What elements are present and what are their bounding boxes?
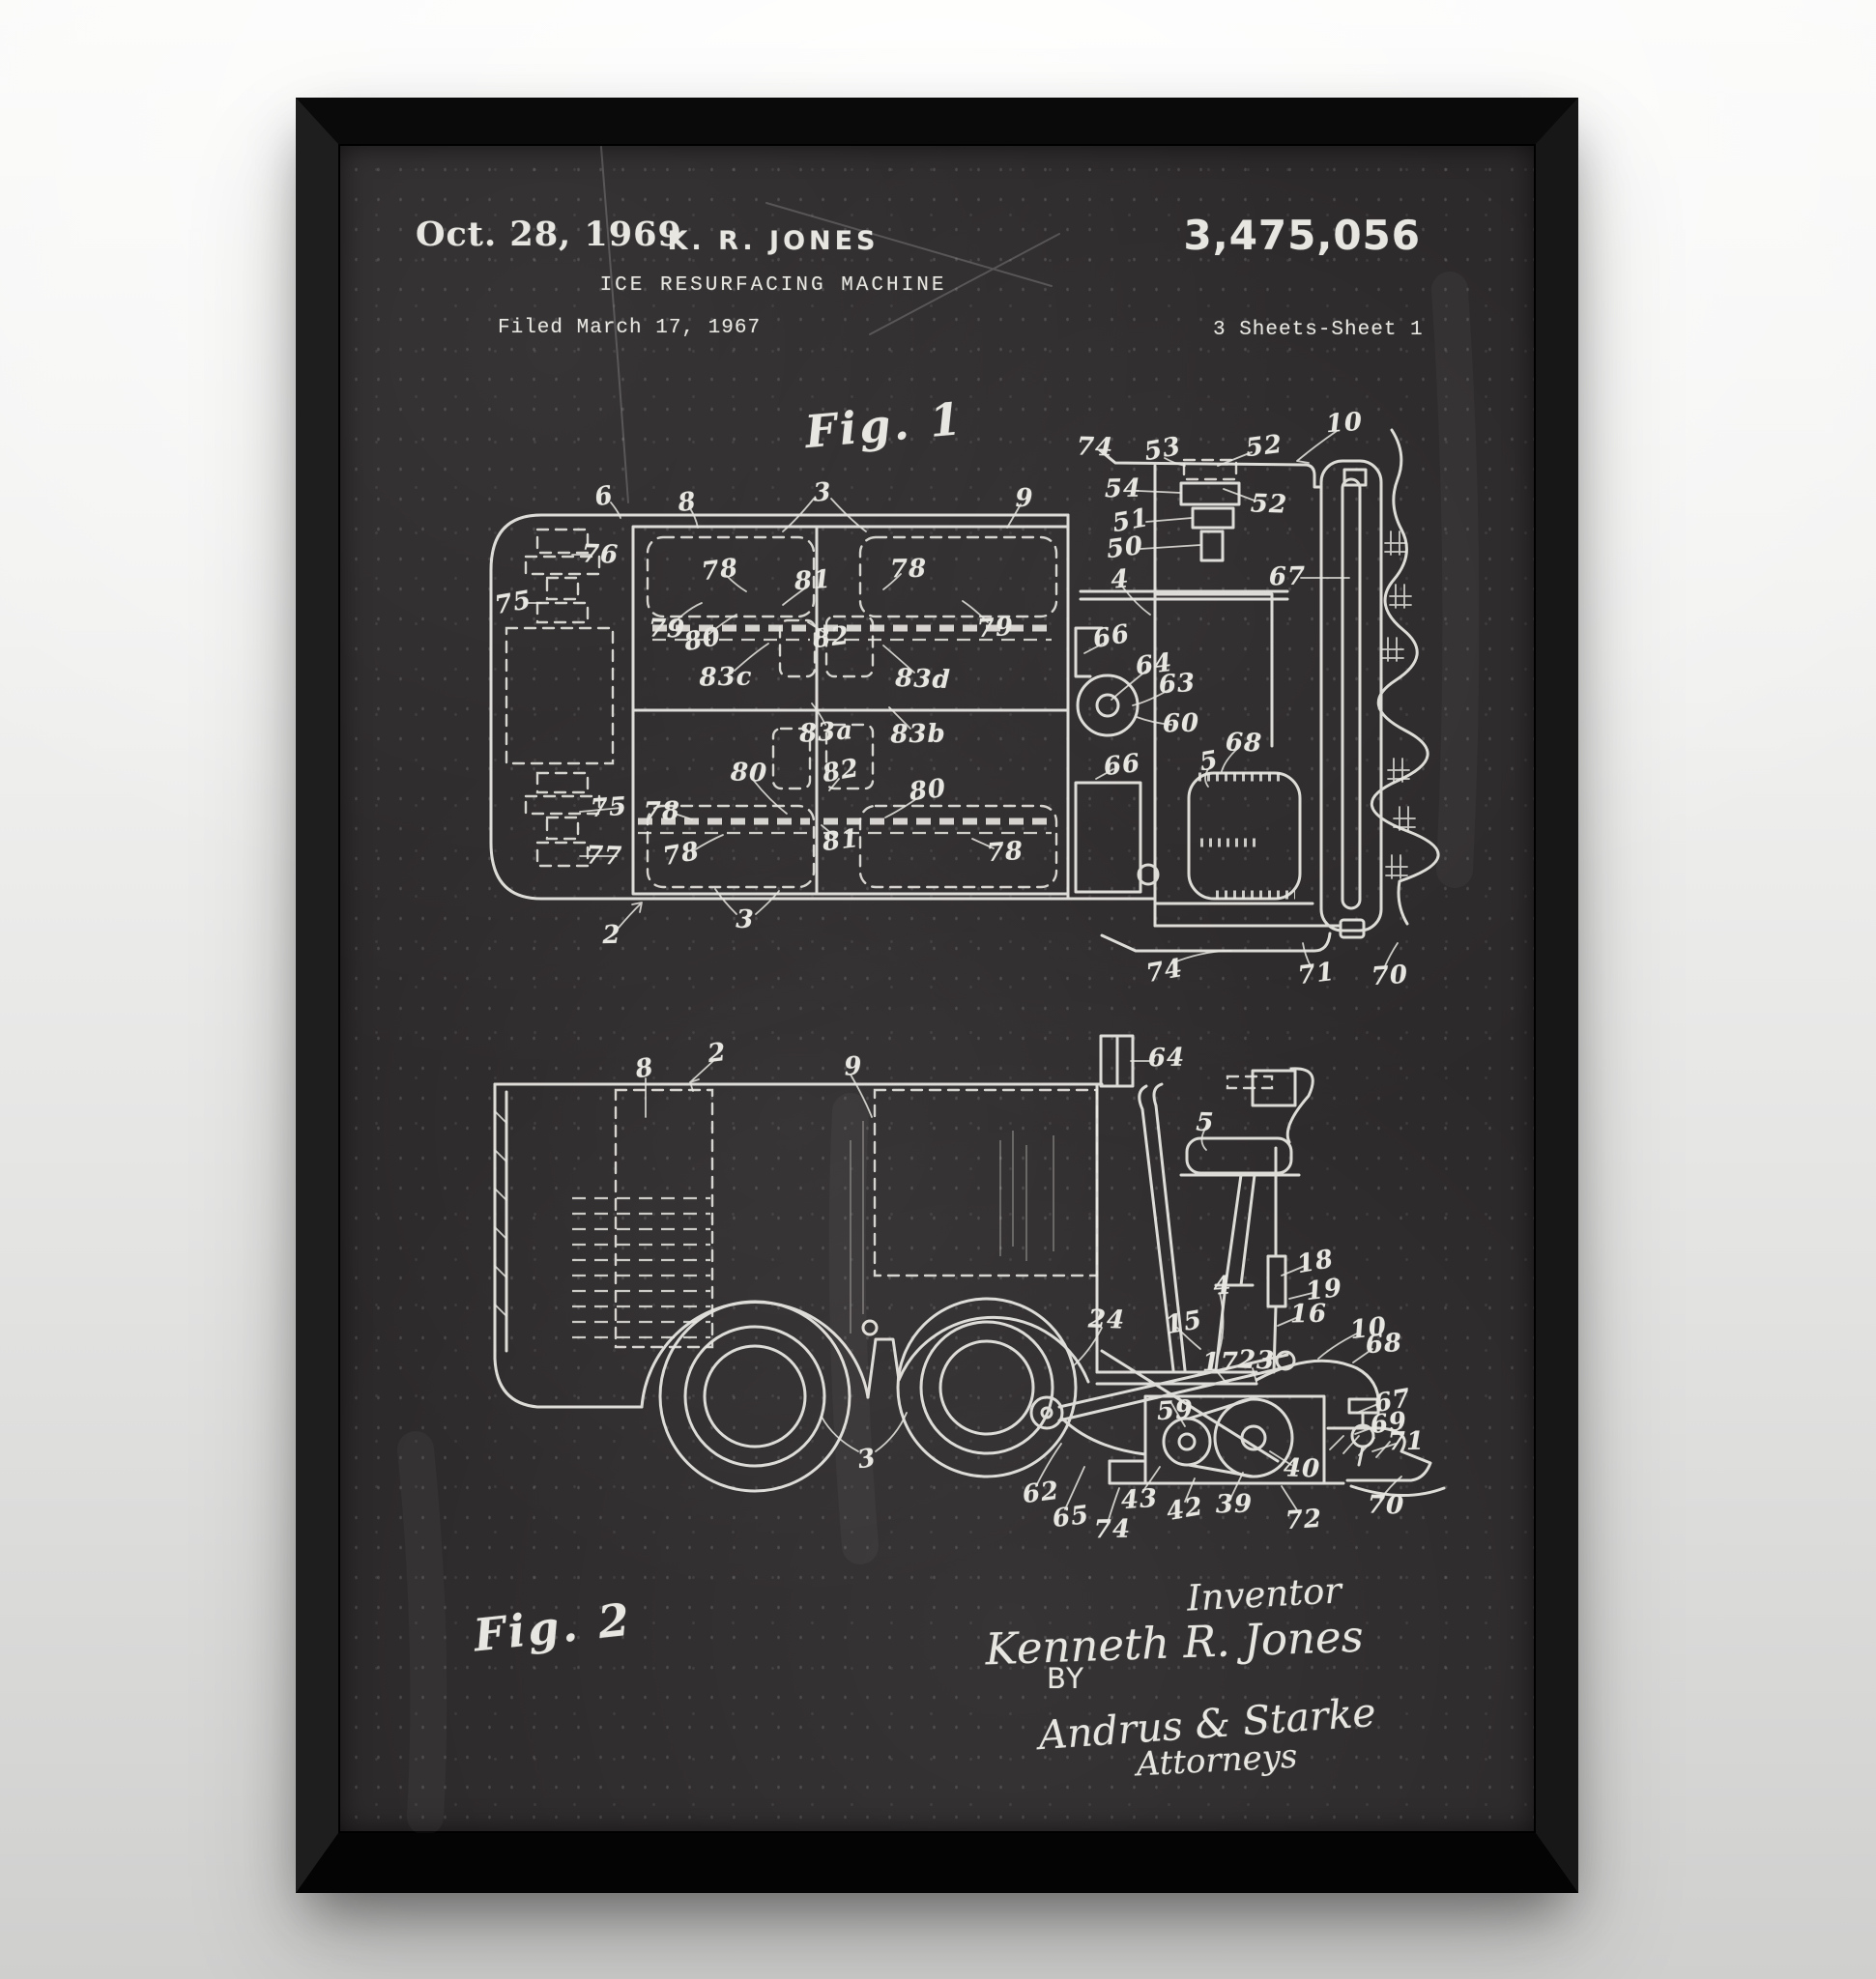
chalkboard-patent-poster: Oct. 28, 1969 K. R. JONES 3,475,056 ICE …: [338, 144, 1536, 1833]
fig1-spreader-bars: [638, 624, 1052, 825]
chalk-scratches: [600, 146, 1060, 503]
patent-title: ICE RESURFACING MACHINE: [599, 274, 947, 297]
by-label: BY: [1046, 1662, 1086, 1695]
fig1-leader-lines: [526, 430, 1399, 969]
patent-inventor: K. R. JONES: [667, 226, 880, 256]
fig2-dashed-compartments: [614, 1075, 1274, 1349]
picture-frame: Oct. 28, 1969 K. R. JONES 3,475,056 ICE …: [296, 98, 1578, 1893]
fig2-chalk-streaks: [850, 1121, 1054, 1334]
fig2-leader-lines: [645, 1060, 1402, 1524]
patent-date: Oct. 28, 1969: [416, 215, 682, 254]
patent-filed-date: Filed March 17, 1967: [498, 317, 762, 339]
sheet-indicator: 3 Sheets-Sheet 1: [1213, 319, 1424, 341]
fig1-body-outline: [489, 428, 1440, 953]
fig1-dashed-details: [505, 458, 1238, 889]
patent-line-drawing: [489, 146, 1446, 1524]
patent-sheet: Oct. 28, 1969 K. R. JONES 3,475,056 ICE …: [338, 144, 1536, 1833]
fig1-ice-crosshatch: [1381, 531, 1416, 879]
fig1-spreader-rows: [638, 638, 1052, 835]
fig2-edge-hatch: [494, 1110, 1391, 1458]
fig1-seat-hatch: [1198, 772, 1295, 900]
fig2-body-outline: [493, 1034, 1446, 1497]
patent-number: 3,475,056: [1183, 212, 1421, 259]
fig2-tank-rows: [572, 1196, 710, 1339]
